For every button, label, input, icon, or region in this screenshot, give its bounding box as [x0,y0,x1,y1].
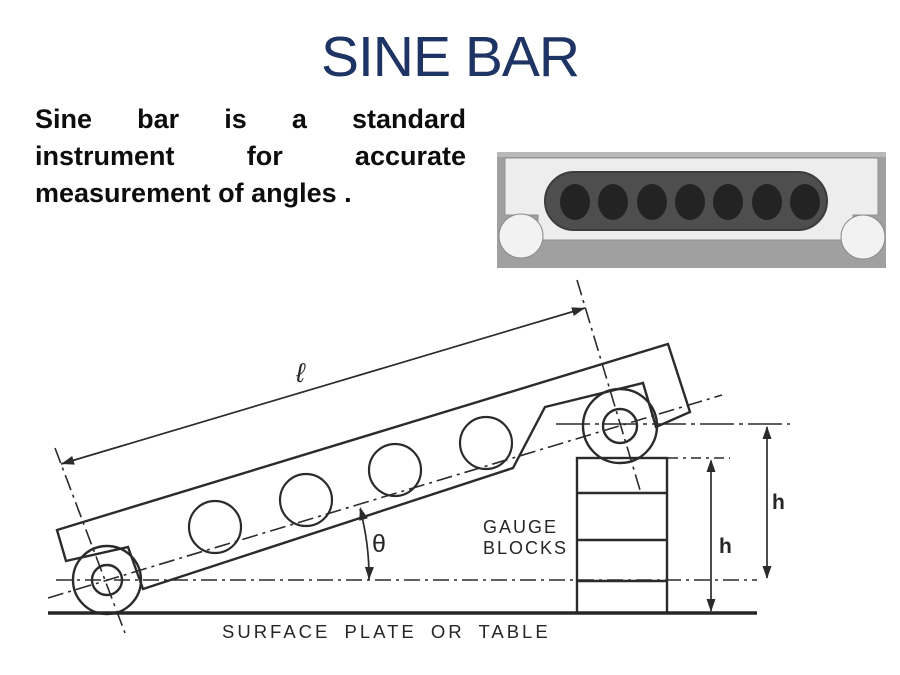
photo-hole [598,184,628,220]
gauge-blocks-label-2: BLOCKS [483,538,568,558]
photo-hole [790,184,820,220]
angle-dimension: θ [355,505,386,581]
photo-hole [752,184,782,220]
bar-holes [187,415,514,555]
photo-roller-right [840,214,886,260]
bar-hole [458,415,514,471]
photo-holes [560,184,820,220]
intro-word: bar [137,104,180,134]
bar-hole [278,472,334,528]
intro-paragraph: Sine bar is a standard instrument for ac… [35,101,466,212]
right-roller-bore [601,407,639,445]
left-extension-line [54,447,126,634]
height-dimension-inner: h [706,459,732,612]
intro-line-2: instrument for accurate [35,138,466,175]
sine-bar-photo-graphic [497,152,886,268]
height-inner-label: h [719,535,732,558]
roller-centerline [47,394,723,599]
sine-bar-photo [497,152,886,268]
height-outer-label: h [772,491,785,514]
bar-hole [187,499,243,555]
bar-hole [367,442,423,498]
photo-hole [637,184,667,220]
right-roller [581,387,659,465]
gauge-blocks-label-1: GAUGE [483,517,558,537]
photo-hole [713,184,743,220]
intro-word: instrument [35,141,175,171]
length-label: ℓ [295,358,306,388]
photo-top-glare [497,152,886,157]
rollers [71,387,659,616]
photo-hole [560,184,590,220]
photo-hole [675,184,705,220]
intro-word: for [246,141,283,171]
intro-word: is [224,104,247,134]
intro-word: standard [351,104,466,134]
intro-word: accurate [354,141,466,171]
surface-plate-label: SURFACE PLATE OR TABLE [222,621,551,642]
height-dimension-outer: h [762,426,785,579]
photo-roller-left [498,213,544,259]
page-title: SINE BAR [320,25,580,89]
right-extension-line [576,279,641,491]
intro-line-3: measurement of angles . [35,178,352,208]
gauge-blocks [575,456,669,615]
intro-word: Sine [35,104,93,134]
intro-line-1: Sine bar is a standard [35,101,466,138]
gauge-stack-outline [575,456,669,615]
length-dimension: ℓ [59,303,587,469]
left-roller-bore [90,563,124,597]
intro-word: a [291,104,307,134]
sine-bar-body [55,342,692,591]
angle-label: θ [372,530,386,558]
